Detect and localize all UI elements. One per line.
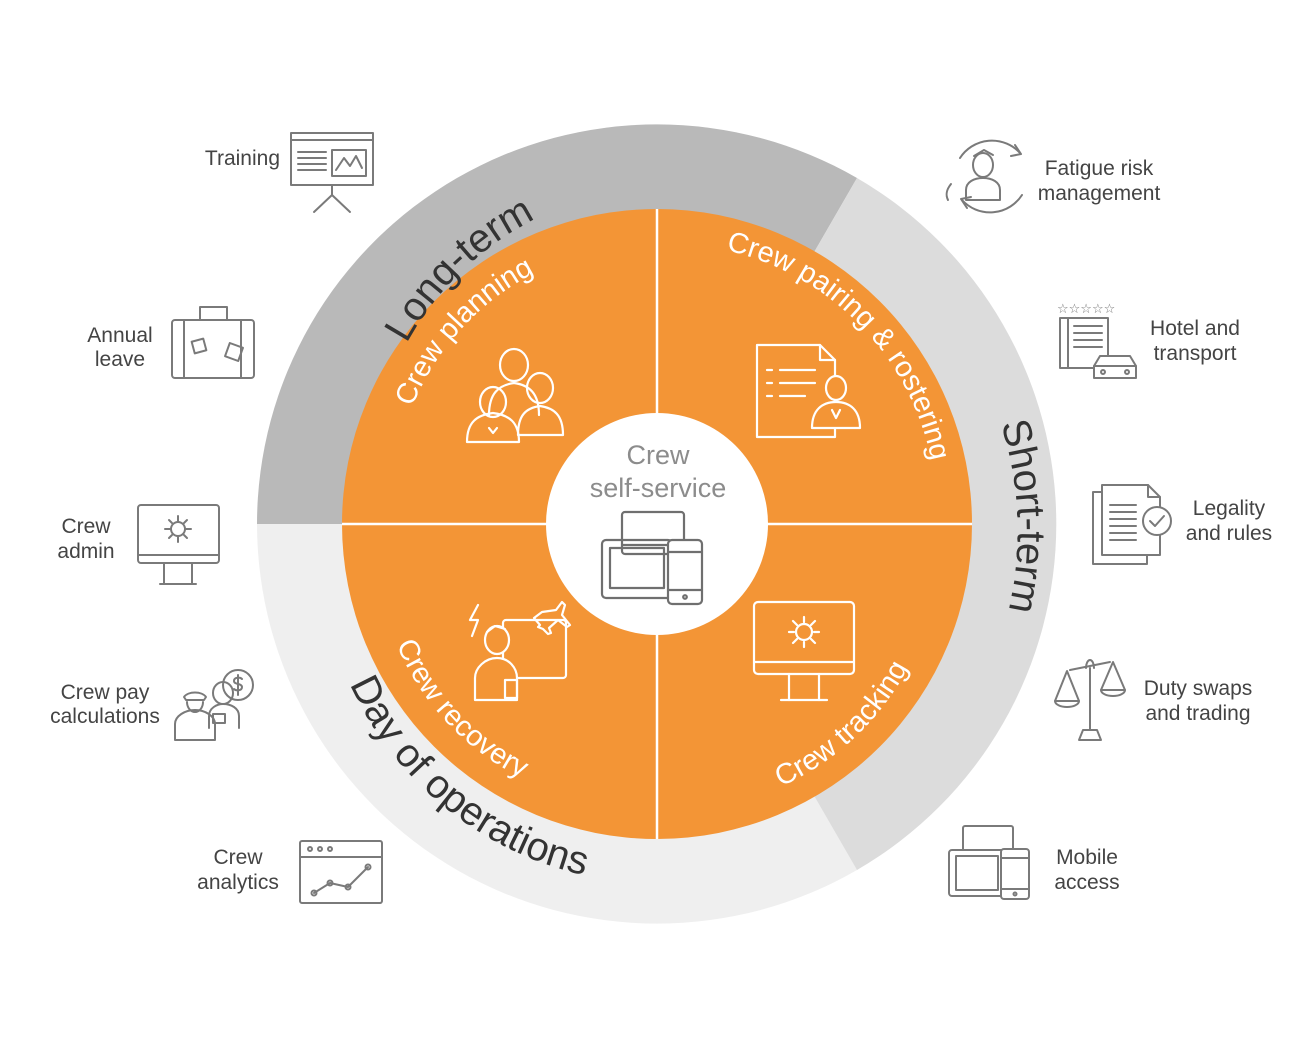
analytics-chart-icon — [299, 840, 383, 904]
left-item-annual-leave-label-2: leave — [95, 348, 145, 371]
fatigue-cycle-icon — [945, 139, 1023, 214]
hotel-car-icon: ☆☆☆☆☆ — [1057, 302, 1137, 379]
left-item-crew-analytics-label-1: Crew — [213, 846, 263, 869]
devices-icon — [948, 825, 1030, 900]
center-title-line1: Crew — [626, 440, 690, 470]
right-item-duty-swaps-label-2: and trading — [1145, 702, 1250, 725]
center-title-line2: self-service — [590, 473, 727, 503]
crew-disruption-icon — [468, 600, 572, 702]
right-item-legality-label-1: Legality — [1193, 497, 1266, 520]
crew-group-icon — [465, 347, 565, 444]
suitcase-icon — [171, 306, 255, 379]
left-item-crew-analytics-label-2: analytics — [197, 871, 279, 894]
tracking-monitor-icon — [752, 600, 856, 702]
left-item-crew-pay-label-1: Crew pay — [61, 681, 150, 704]
right-item-hotel-label-1: Hotel and — [1150, 317, 1240, 340]
right-item-hotel-label-2: transport — [1154, 342, 1237, 365]
right-item-fatigue-label-1: Fatigue risk — [1045, 157, 1154, 180]
left-item-crew-pay-label-2: calculations — [50, 705, 160, 728]
right-item-mobile-label-1: Mobile — [1056, 846, 1118, 869]
right-item-duty-swaps-label-1: Duty swaps — [1144, 677, 1253, 700]
devices-center-icon — [600, 510, 704, 606]
right-item-fatigue-label-2: management — [1038, 182, 1161, 205]
roster-document-icon — [755, 343, 862, 439]
left-item-crew-admin-label-2: admin — [57, 540, 114, 563]
left-item-annual-leave-label-1: Annual — [87, 324, 152, 347]
document-check-icon — [1092, 484, 1172, 565]
crew-pay-icon — [174, 669, 254, 741]
left-item-crew-admin-label-1: Crew — [61, 515, 111, 538]
monitor-gear-icon — [137, 504, 220, 585]
right-item-legality-label-2: and rules — [1186, 522, 1272, 545]
left-item-training-label: Training — [205, 147, 280, 170]
right-item-mobile-label-2: access — [1054, 871, 1119, 894]
svg-text:☆☆☆☆☆: ☆☆☆☆☆ — [1057, 302, 1115, 317]
scales-icon — [1054, 659, 1126, 741]
training-board-icon — [290, 132, 374, 213]
